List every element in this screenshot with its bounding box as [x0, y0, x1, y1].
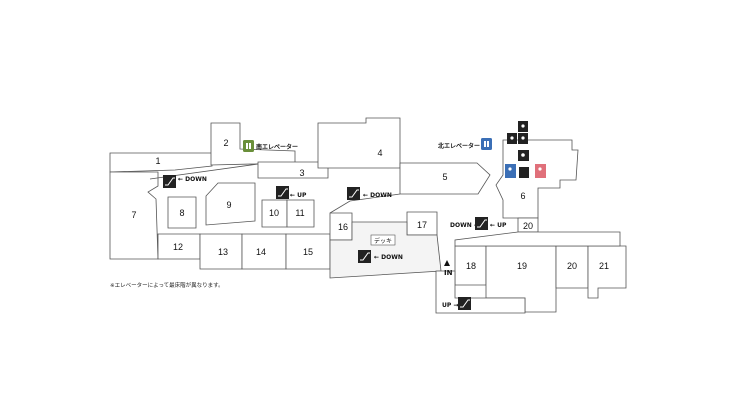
elevator-icon — [481, 138, 492, 150]
escalator-deck[interactable]: ← DOWN — [358, 250, 403, 263]
shop-label-2: 2 — [223, 138, 228, 148]
shop-label-13: 13 — [218, 247, 228, 257]
shop-label-12: 12 — [173, 242, 183, 252]
shop-label-15: 15 — [303, 247, 313, 257]
escalator-icon — [276, 186, 289, 199]
shop-8[interactable] — [167, 196, 197, 229]
north-elevator[interactable]: 北エレベーター — [438, 138, 492, 150]
escalator-east[interactable]: DOWN → ← UP — [450, 217, 507, 230]
shop-label-4: 4 — [377, 148, 382, 158]
restroom-male-icon — [505, 164, 516, 178]
shop-label-9: 9 — [226, 200, 231, 210]
shop-label-16: 16 — [338, 222, 348, 232]
shop-1[interactable] — [109, 152, 213, 173]
escalator-south-label: UP → — [442, 302, 458, 309]
escalator-south[interactable]: UP → — [442, 297, 471, 310]
shop-label-1: 1 — [155, 156, 160, 166]
escalator-center-down-label: ← DOWN — [363, 192, 392, 199]
shop-4[interactable] — [317, 117, 401, 169]
shop-3[interactable] — [257, 161, 329, 179]
north-elevator-label: 北エレベーター — [438, 142, 480, 150]
escalator-icon — [475, 217, 488, 230]
escalator-deck-label: ← DOWN — [374, 254, 403, 261]
escalator-icon — [458, 297, 471, 310]
escalator-west[interactable]: ← DOWN — [163, 175, 207, 188]
shop-2[interactable] — [210, 122, 296, 166]
shop-11[interactable] — [286, 199, 315, 228]
escalator-icon — [358, 250, 371, 263]
east-block — [435, 139, 627, 314]
shop-label-19: 19 — [517, 261, 527, 271]
escalator-icon — [163, 175, 176, 188]
shop-label-3: 3 — [299, 168, 304, 178]
escalator-west-label: ← DOWN — [178, 176, 207, 183]
shop-21[interactable] — [587, 245, 627, 299]
escalator-icon — [347, 187, 360, 200]
escalator-center-up[interactable]: ← UP — [276, 186, 307, 199]
escalator-east-label-right: ← UP — [490, 222, 507, 229]
shop-label-6: 6 — [520, 191, 525, 201]
shop-6[interactable] — [495, 139, 579, 219]
deck-label: デッキ — [374, 237, 392, 245]
facilities — [505, 121, 546, 178]
shop-label-20-north: 20 — [523, 221, 533, 231]
shop-label-11: 11 — [295, 208, 304, 218]
shop-label-7: 7 — [131, 210, 136, 220]
elevator-note: ※エレベーターによって最床階が異なります。 — [110, 281, 224, 289]
south-elevator-label: 南エレベーター — [256, 143, 298, 151]
escalator-center-down[interactable]: ← DOWN — [347, 187, 392, 200]
restroom-female-icon — [535, 164, 546, 178]
west-block — [109, 117, 401, 270]
entrance-label: IN — [444, 269, 453, 277]
escalator-east-label-left: DOWN → — [450, 222, 479, 229]
corridor-center — [329, 193, 401, 214]
shop-5[interactable] — [399, 162, 491, 195]
elevator-icon — [243, 140, 254, 152]
shop-label-20: 20 — [567, 261, 577, 271]
entrance-arrow-icon — [444, 260, 450, 266]
toilet-icon — [519, 167, 529, 178]
shop-label-14: 14 — [256, 247, 266, 257]
entrance[interactable]: IN — [444, 260, 453, 277]
shop-labels: 1 2 3 4 5 6 7 8 9 10 11 12 13 14 15 16 1… — [131, 138, 609, 271]
shop-label-10: 10 — [269, 208, 279, 218]
shop-label-8: 8 — [179, 208, 184, 218]
shop-label-5: 5 — [442, 172, 447, 182]
shop-9[interactable] — [205, 182, 256, 226]
shop-label-17: 17 — [417, 220, 427, 230]
shop-label-21: 21 — [599, 261, 609, 271]
center-block — [329, 162, 491, 279]
escalator-center-up-label: ← UP — [290, 192, 307, 199]
east-wing-outline — [454, 231, 621, 247]
shop-label-18: 18 — [466, 261, 476, 271]
shop-7[interactable] — [109, 171, 159, 260]
south-elevator[interactable]: 南エレベーター — [243, 140, 298, 152]
deck-tag: デッキ — [370, 234, 396, 246]
